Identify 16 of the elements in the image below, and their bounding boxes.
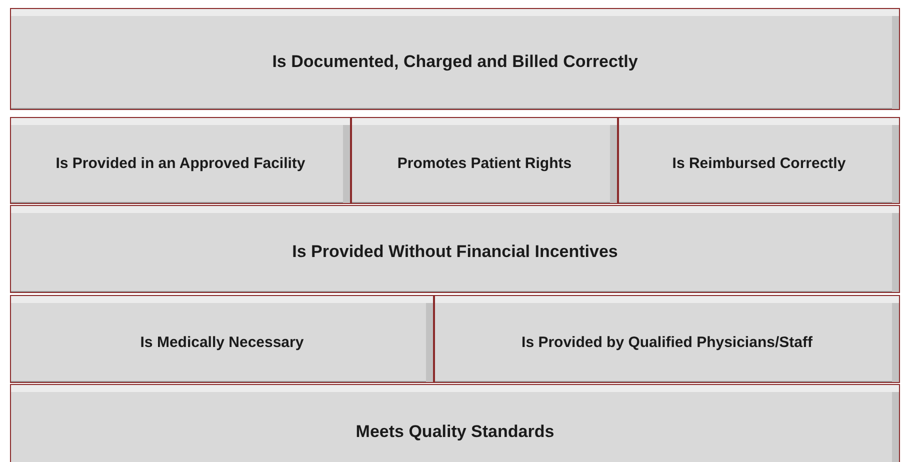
block-label: Is Reimbursed Correctly bbox=[671, 154, 847, 172]
block-label: Meets Quality Standards bbox=[354, 421, 556, 442]
block-label: Promotes Patient Rights bbox=[396, 154, 573, 172]
stacked-block bbox=[434, 295, 900, 383]
stacked-block bbox=[10, 295, 434, 383]
block-label: Is Documented, Charged and Billed Correctly bbox=[271, 51, 639, 72]
stacked-block bbox=[10, 8, 900, 110]
stacked-block bbox=[351, 117, 618, 204]
stacked-block bbox=[10, 384, 900, 462]
stacked-block bbox=[10, 117, 351, 204]
block-label: Is Provided Without Financial Incentives bbox=[291, 241, 619, 262]
block-label: Is Provided in an Approved Facility bbox=[54, 154, 306, 172]
block-label: Is Provided by Qualified Physicians/Staff bbox=[520, 332, 814, 350]
stacked-block bbox=[10, 205, 900, 293]
block-label: Is Medically Necessary bbox=[139, 332, 305, 350]
stacked-block bbox=[618, 117, 900, 204]
